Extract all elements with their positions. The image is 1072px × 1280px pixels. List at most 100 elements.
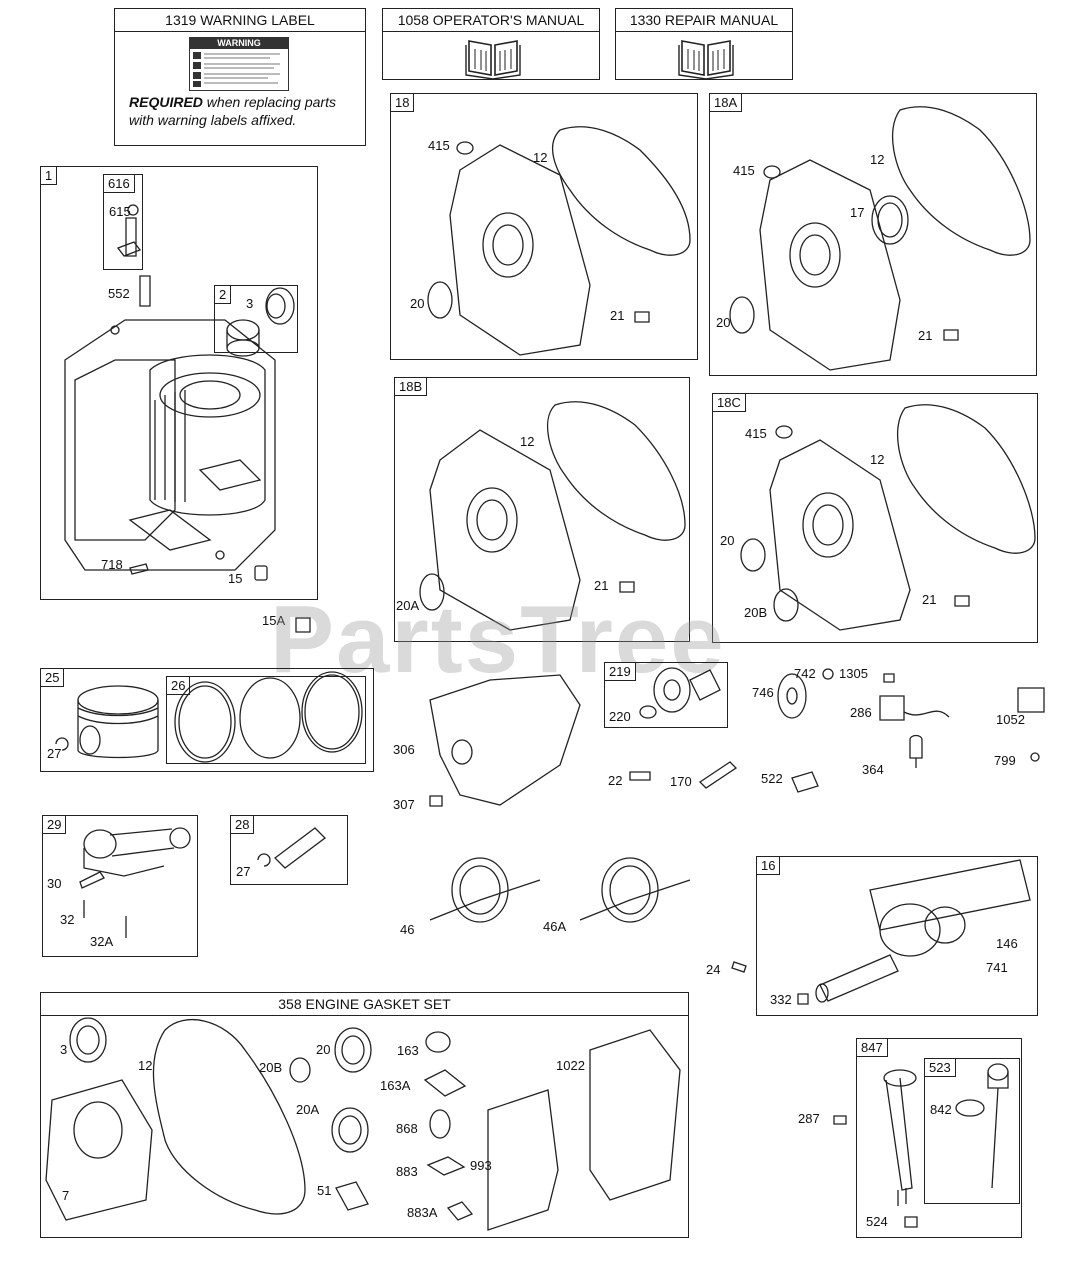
label-332: 332	[770, 992, 792, 1007]
warning-sticker: WARNING	[189, 37, 289, 91]
warning-label-box: 1319 WARNING LABEL WARNING REQUIRED when…	[114, 8, 366, 146]
label-12: 12	[138, 1058, 153, 1073]
label-7: 7	[62, 1188, 70, 1203]
box-tag: 18	[391, 94, 415, 112]
label-21: 21	[918, 328, 933, 343]
rings-box: 26	[166, 676, 366, 764]
label-163a: 163A	[380, 1078, 411, 1093]
label-286: 286	[850, 705, 872, 720]
piston-box: 25	[40, 668, 374, 772]
label-12: 12	[520, 434, 535, 449]
label-15a: 15A	[262, 613, 286, 628]
box-tag: 847	[857, 1039, 888, 1057]
label-51: 51	[317, 1183, 332, 1198]
label-22: 22	[608, 773, 623, 788]
warning-label-header: 1319 WARNING LABEL	[115, 9, 365, 32]
cover-18-box: 18	[390, 93, 698, 360]
label-799: 799	[994, 753, 1016, 768]
label-993: 993	[470, 1158, 492, 1173]
label-20a: 20A	[396, 598, 420, 613]
label-364: 364	[862, 762, 884, 777]
breather-box: 616	[103, 174, 143, 270]
dipstick-box: 847	[856, 1038, 1022, 1238]
operators-manual-box: 1058 OPERATOR'S MANUAL	[382, 8, 600, 80]
dipstick-cap-box: 523	[924, 1058, 1020, 1204]
warning-note-line2: with warning labels affixed.	[129, 112, 297, 128]
gasket-set-header: 358 ENGINE GASKET SET	[41, 993, 688, 1016]
operators-manual-header: 1058 OPERATOR'S MANUAL	[383, 9, 599, 32]
label-15: 15	[228, 571, 243, 586]
label-3: 3	[246, 296, 254, 311]
box-tag: 219	[605, 663, 636, 681]
warning-sticker-title: WARNING	[190, 38, 288, 49]
label-30: 30	[47, 876, 62, 891]
cover-18c-box: 18C	[712, 393, 1038, 643]
box-tag: 26	[167, 677, 191, 695]
label-842: 842	[930, 1102, 952, 1117]
box-tag: 18C	[713, 394, 746, 412]
crankshaft-box: 16	[756, 856, 1038, 1016]
label-163: 163	[397, 1043, 419, 1058]
label-20: 20	[720, 533, 735, 548]
box-tag: 29	[43, 816, 67, 834]
label-27: 27	[47, 746, 62, 761]
label-415: 415	[733, 163, 755, 178]
label-1305: 1305	[839, 666, 868, 681]
repair-manual-header: 1330 REPAIR MANUAL	[616, 9, 792, 32]
label-20b: 20B	[259, 1060, 283, 1075]
label-415: 415	[745, 426, 767, 441]
label-20: 20	[716, 315, 731, 330]
label-146: 146	[996, 936, 1018, 951]
label-742: 742	[794, 666, 816, 681]
label-307: 307	[393, 797, 415, 812]
warning-note: REQUIRED when replacing parts with warni…	[129, 93, 336, 129]
label-12: 12	[533, 150, 548, 165]
label-24: 24	[706, 962, 721, 977]
label-615: 615	[109, 204, 131, 219]
label-32a: 32A	[90, 934, 114, 949]
manual-book-icon	[465, 40, 521, 79]
cover-18a-box: 18A	[709, 93, 1037, 376]
label-46a: 46A	[543, 919, 567, 934]
label-1022: 1022	[556, 1058, 585, 1073]
gasket-set-box: 358 ENGINE GASKET SET	[40, 992, 689, 1238]
box-tag: 25	[41, 669, 65, 687]
label-20b: 20B	[744, 605, 768, 620]
label-220: 220	[609, 709, 631, 724]
box-tag: 16	[757, 857, 781, 875]
label-883: 883	[396, 1164, 418, 1179]
label-46: 46	[400, 922, 415, 937]
manual-book-icon	[678, 40, 734, 79]
label-3: 3	[60, 1042, 68, 1057]
label-883a: 883A	[407, 1205, 438, 1220]
repair-manual-box: 1330 REPAIR MANUAL	[615, 8, 793, 80]
label-21: 21	[922, 592, 937, 607]
connecting-rod-box: 29	[42, 815, 198, 957]
box-tag: 18B	[395, 378, 428, 396]
box-tag: 616	[104, 175, 135, 193]
label-12: 12	[870, 452, 885, 467]
warning-sticker-lines-icon	[193, 52, 280, 87]
cover-18b-box: 18B	[394, 377, 690, 642]
label-20: 20	[316, 1042, 331, 1057]
label-20: 20	[410, 296, 425, 311]
label-552: 552	[108, 286, 130, 301]
label-32: 32	[60, 912, 75, 927]
box-tag: 1	[41, 167, 58, 185]
partstree-watermark: PartsTree	[270, 586, 726, 693]
label-415: 415	[428, 138, 450, 153]
label-718: 718	[101, 557, 123, 572]
label-12: 12	[870, 152, 885, 167]
box-tag: 18A	[710, 94, 743, 112]
box-tag: 523	[925, 1059, 956, 1077]
label-1052: 1052	[996, 712, 1025, 727]
label-170: 170	[670, 774, 692, 789]
cylinder-box: 1	[40, 166, 318, 600]
wrist-pin-box: 28	[230, 815, 348, 885]
label-21: 21	[594, 578, 609, 593]
